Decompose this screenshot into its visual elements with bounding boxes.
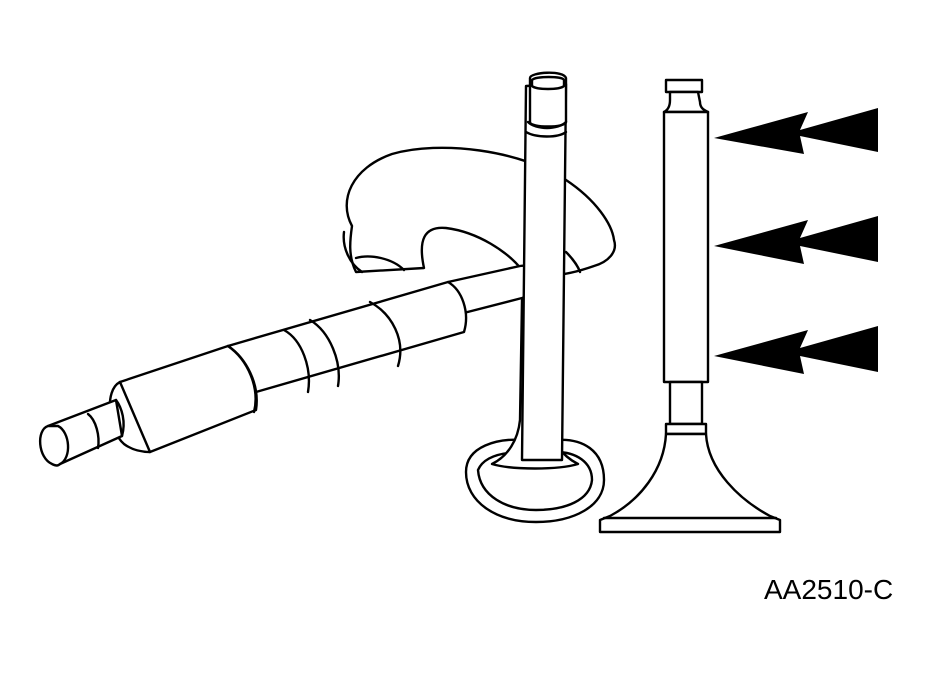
micrometer-frame (342, 146, 617, 277)
arrow-lower (714, 326, 878, 374)
figure-id-label: AA2510-C (764, 574, 894, 605)
arrow-upper (714, 108, 878, 154)
valve-side-view (598, 78, 782, 534)
valve-in-micrometer (464, 71, 606, 524)
measurement-arrows (714, 108, 878, 374)
arrow-middle (714, 216, 878, 264)
micrometer-spindle (39, 264, 538, 467)
